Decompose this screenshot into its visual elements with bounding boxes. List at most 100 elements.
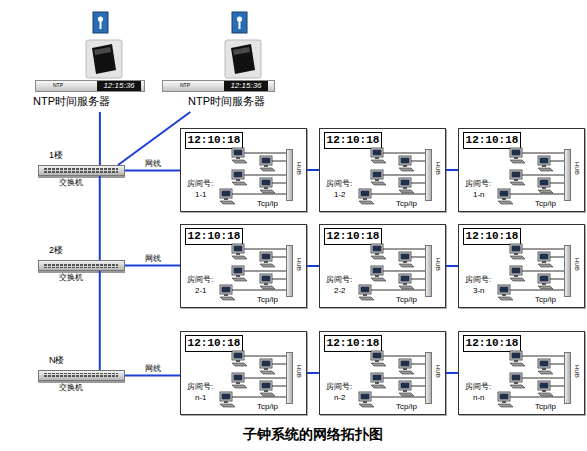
room-box: 房间号:n-nTcp/ip12:10:18HUB [458, 331, 585, 415]
hub-label: HUB [295, 258, 302, 271]
room-computers [498, 148, 564, 204]
cable-label: 网线 [145, 363, 161, 374]
ntp-server: NTP 12:15:36NTP时间服务器 [162, 80, 275, 112]
hub-bar: HUB [425, 149, 432, 201]
room-label: 房间号: [326, 180, 352, 189]
room-number: n-2 [334, 394, 346, 403]
room-computers [359, 351, 425, 407]
room-label: 房间号: [465, 276, 491, 285]
room-number: 2-1 [195, 287, 207, 296]
hub-label: HUB [573, 258, 580, 271]
hub-label: HUB [295, 162, 302, 175]
hub-bar: HUB [425, 352, 432, 404]
device-label: 交换机 [59, 274, 83, 283]
cable-label: 网线 [145, 253, 161, 264]
room-box: 房间号: 1-2Tcp/ip 12:10:18HUB [319, 128, 446, 212]
network-switch: 1楼交换机 [38, 165, 125, 176]
clock-display: 12:10:18 [185, 132, 243, 149]
antenna-icon [232, 12, 247, 33]
clock-time: 12:10:18 [325, 133, 381, 148]
protocol-label: Tcp/ip [396, 296, 417, 305]
antenna-icon [93, 12, 108, 33]
clock-time: 12:10:18 [464, 229, 520, 244]
network-cable [99, 112, 101, 165]
protocol-label: Tcp/ip [535, 296, 556, 305]
room-box: 房间号: n-2Tcp/ip 12:10:18HUB [319, 331, 446, 415]
clock-time: 12:10:18 [325, 336, 381, 351]
hub-bar: HUB [286, 245, 293, 297]
hub-bar: HUB [425, 245, 432, 297]
room-box: 房间号:n-1Tcp/ip12:10:18HUB [180, 331, 307, 415]
room-box: 房间号:1-nTcp/ip12:10:18HUB [458, 128, 585, 212]
clock-display: 12:10:18 [463, 335, 521, 352]
device-name: NTP [180, 83, 190, 89]
network-cable [125, 265, 180, 267]
floor-label: 1楼 [49, 151, 63, 161]
network-cable [307, 265, 319, 267]
clock-time: 12:10:18 [186, 133, 242, 148]
room-number: 1-1 [195, 191, 207, 200]
time-display: 12:15:36 [97, 81, 141, 91]
room-label: 房间号: [187, 276, 213, 285]
hub-label: HUB [434, 162, 441, 175]
diagram-caption: 子钟系统的网络拓扑图 [243, 426, 383, 444]
protocol-label: Tcp/ip [257, 403, 278, 412]
clock-display: 12:10:18 [463, 228, 521, 245]
hub-bar: HUB [286, 149, 293, 201]
clock-display: 12:10:18 [324, 228, 382, 245]
room-computers [359, 244, 425, 300]
room-computers [359, 148, 425, 204]
room-number: 1-2 [334, 191, 346, 200]
server-label: NTP时间服务器 [188, 95, 265, 107]
room-label: 房间号: [465, 180, 491, 189]
network-cable [99, 271, 101, 370]
hub-bar: HUB [564, 245, 571, 297]
clock-display: 12:10:18 [463, 132, 521, 149]
room-computers [220, 351, 286, 407]
device-name: NTP [53, 83, 63, 89]
room-label: 房间号: [187, 180, 213, 189]
protocol-label: Tcp/ip [257, 296, 278, 305]
room-box: 房间号:2-2Tcp/ip12:10:18HUB [319, 224, 446, 308]
room-computers [220, 244, 286, 300]
floor-label: 2楼 [49, 246, 63, 256]
clock-time: 12:10:18 [464, 336, 520, 351]
clock-display: 12:10:18 [185, 335, 243, 352]
room-number: n-n [473, 394, 485, 403]
network-cable [446, 169, 458, 171]
cable-label: 网线 [145, 158, 161, 169]
ntp-device [225, 40, 261, 78]
network-cable [99, 176, 101, 260]
room-computers [498, 351, 564, 407]
room-label: 房间号: [465, 383, 491, 392]
network-cable [125, 170, 180, 172]
network-switch: 2楼交换机 [38, 260, 125, 271]
server-label: NTP时间服务器 [33, 95, 110, 107]
room-number: 3-n [473, 287, 485, 296]
protocol-label: Tcp/ip [396, 403, 417, 412]
clock-time: 12:10:18 [186, 336, 242, 351]
network-cable [307, 169, 319, 171]
clock-time: 12:10:18 [325, 229, 381, 244]
time-display: 12:15:36 [224, 81, 268, 91]
network-cable [125, 375, 180, 377]
room-box: 房间号: 3-nTcp/ip 12:10:18HUB [458, 224, 585, 308]
network-cable [307, 372, 319, 374]
device-label: 交换机 [59, 179, 83, 188]
room-label: 房间号: [326, 276, 352, 285]
protocol-label: Tcp/ip [535, 403, 556, 412]
room-number: 1-n [473, 191, 485, 200]
ntp-server: NTP 12:15:36NTP时间服务器 [35, 80, 145, 112]
clock-display: 12:10:18 [185, 228, 243, 245]
hub-label: HUB [434, 365, 441, 378]
ntp-device [86, 40, 122, 78]
hub-label: HUB [295, 365, 302, 378]
device-label: 交换机 [59, 384, 83, 393]
protocol-label: Tcp/ip [396, 200, 417, 209]
room-label: 房间号: [326, 383, 352, 392]
room-box: 房间号:1-1Tcp/ip12:10:18HUB [180, 128, 307, 212]
hub-bar: HUB [286, 352, 293, 404]
hub-label: HUB [573, 162, 580, 175]
hub-label: HUB [434, 258, 441, 271]
